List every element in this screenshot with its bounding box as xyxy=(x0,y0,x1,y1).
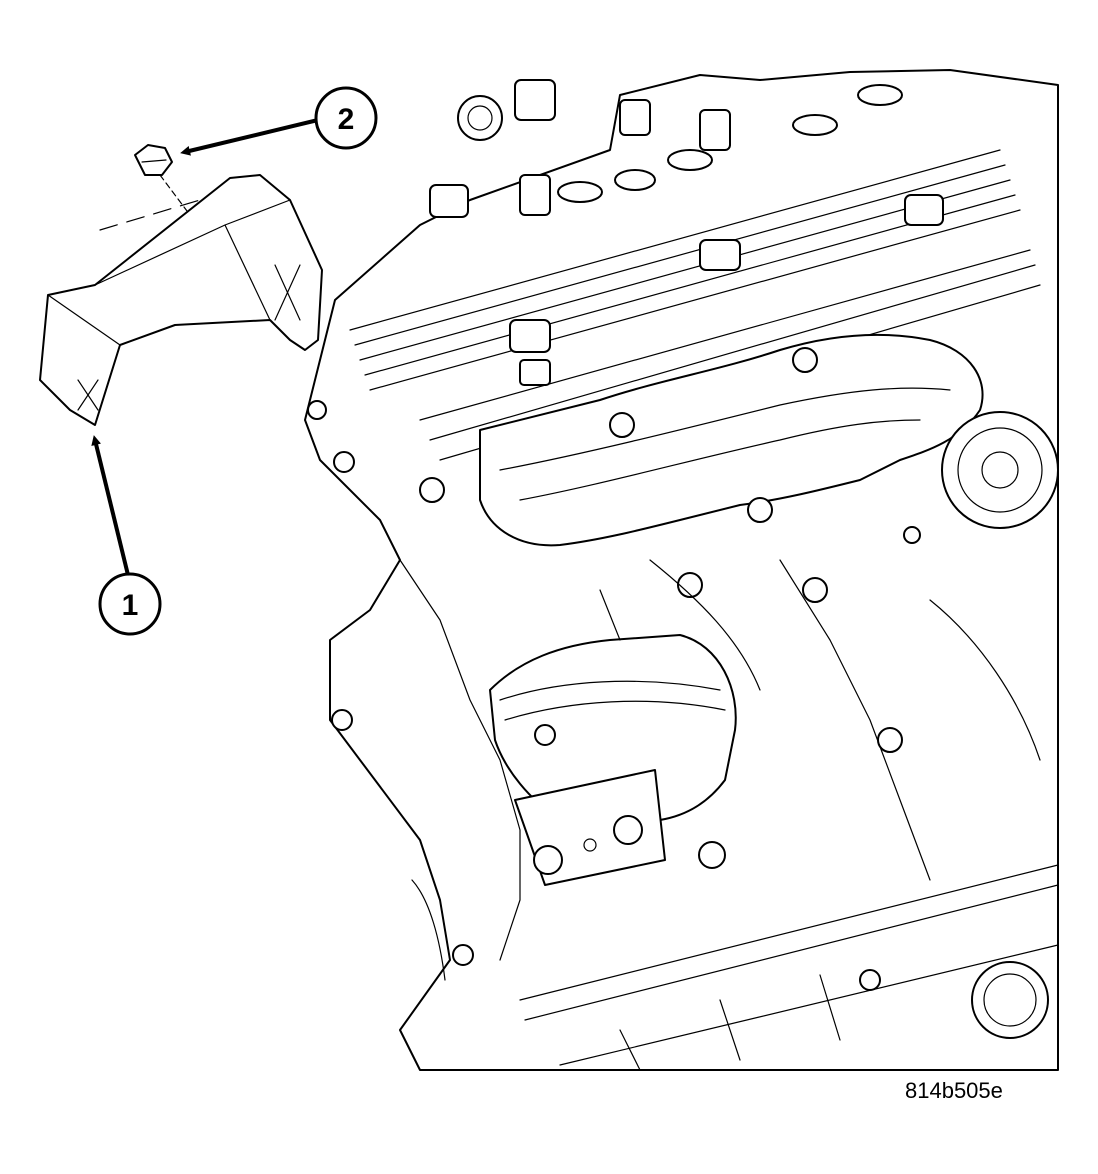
oil-pan xyxy=(519,864,1059,1071)
heat-shield xyxy=(39,174,323,426)
callout-arrow-1 xyxy=(91,435,130,576)
callout-1-label: 1 xyxy=(122,589,139,622)
bolt-fastener xyxy=(134,144,191,216)
exhaust-manifold xyxy=(419,333,984,547)
bolts xyxy=(307,400,921,991)
callout-2-label: 2 xyxy=(338,103,355,136)
callout-1: 1 xyxy=(98,572,162,636)
callout-arrow-2 xyxy=(180,118,319,156)
fuel-rail-components xyxy=(429,79,944,386)
engine-mount xyxy=(489,634,737,886)
callout-2: 2 xyxy=(314,86,378,150)
engine-assembly xyxy=(304,69,1059,1071)
pulley xyxy=(941,411,1059,529)
figure-id: 814b505e xyxy=(905,1078,1003,1103)
